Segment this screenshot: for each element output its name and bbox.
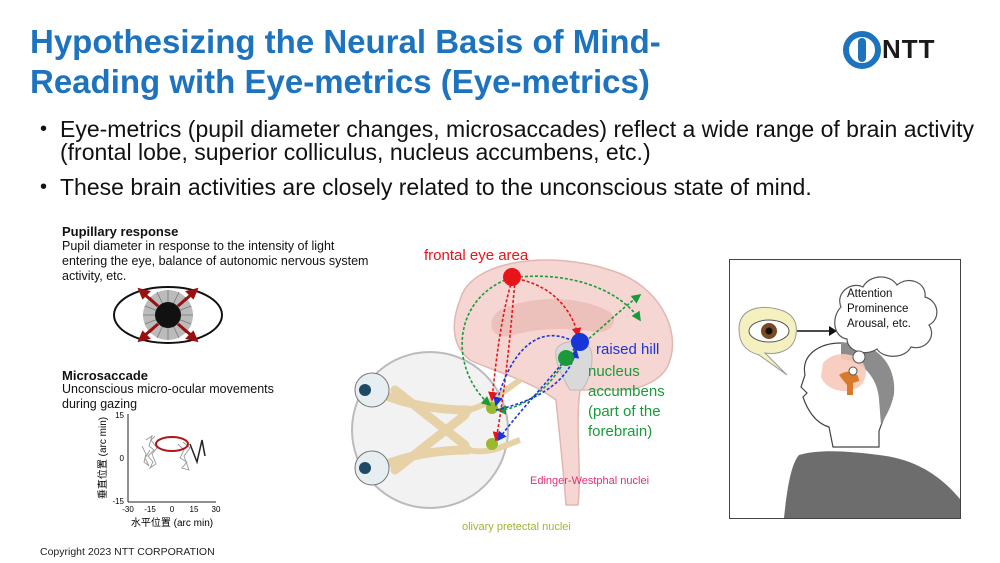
xtick: 0 [170, 505, 175, 514]
bullet-item: These brain activities are closely relat… [38, 176, 978, 200]
microsaccade-text: Unconscious micro-ocular movements durin… [62, 382, 274, 411]
thought-text: Attention [847, 288, 892, 300]
eyeball-upper [354, 372, 390, 408]
pupillary-title: Pupillary response [62, 224, 179, 239]
xtick: -30 [122, 505, 134, 514]
page-title: Hypothesizing the Neural Basis of Mind-R… [30, 23, 661, 100]
microsaccade-plot: 15 0 -15 -30 -15 0 15 30 水平位置 (arc min) … [96, 411, 221, 529]
ytick: 15 [115, 411, 124, 420]
blue-pathway [497, 343, 579, 442]
pupil-eye-icon [113, 286, 223, 344]
red-pathway [511, 277, 582, 338]
nucleus-label: nucleus [588, 363, 640, 380]
green-pathway [461, 277, 511, 407]
y-axis-label: 垂直位置 (arc min) [96, 417, 109, 499]
bullet-list: Eye-metrics (pupil diameter changes, mic… [38, 118, 978, 211]
ntt-logo-icon [843, 31, 881, 69]
bullet-item: Eye-metrics (pupil diameter changes, mic… [38, 118, 978, 164]
gaze-trace [141, 434, 191, 471]
thought-text: Prominence [847, 303, 908, 315]
raised-hill-node [571, 333, 589, 351]
saccade-highlight [155, 436, 189, 452]
optic-pathways [365, 383, 473, 477]
nucleus-label: forebrain) [588, 423, 652, 440]
x-axis-label: 水平位置 (arc min) [131, 516, 213, 529]
saccade-path [189, 439, 206, 465]
brain-diagram: frontal eye area raised hill nucleus acc… [351, 247, 674, 533]
ytick: -15 [112, 497, 124, 506]
mind-reading-panel: Attention Prominence Arousal, etc. [729, 259, 961, 519]
copyright: Copyright 2023 NTT CORPORATION [40, 546, 215, 558]
nucleus-label: accumbens [588, 383, 665, 400]
person-head [800, 342, 895, 448]
red-pathway [488, 279, 513, 402]
thought-text: Arousal, etc. [847, 318, 911, 330]
xtick: 30 [212, 505, 221, 514]
nucleus-accumbens-node [558, 350, 574, 366]
corpus-callosum [491, 298, 615, 337]
ytick: 0 [120, 454, 125, 463]
red-pathway [492, 279, 516, 442]
edinger-label: Edinger-Westphal nuclei [530, 475, 649, 487]
xtick: -15 [144, 505, 156, 514]
green-pathway [496, 357, 567, 415]
ntt-logo: NTT [842, 30, 962, 70]
pupillary-text: Pupil diameter in response to the intens… [62, 239, 369, 283]
frontal-eye-area-node [503, 268, 521, 286]
logo-text: NTT [882, 34, 936, 64]
nucleus-label: (part of the [588, 403, 661, 420]
frontal-eye-label: frontal eye area [424, 247, 529, 264]
arrow-head [829, 326, 837, 336]
eyeball-lower [354, 450, 390, 486]
thought-cloud [834, 276, 938, 376]
raised-hill-label: raised hill [596, 341, 659, 358]
xtick: 15 [190, 505, 199, 514]
microsaccade-title: Microsaccade [62, 368, 148, 383]
olivary-label: olivary pretectal nuclei [462, 521, 571, 533]
green-pathway [509, 275, 641, 322]
eye-speech-bubble [738, 306, 797, 376]
person-shoulders [784, 451, 960, 518]
